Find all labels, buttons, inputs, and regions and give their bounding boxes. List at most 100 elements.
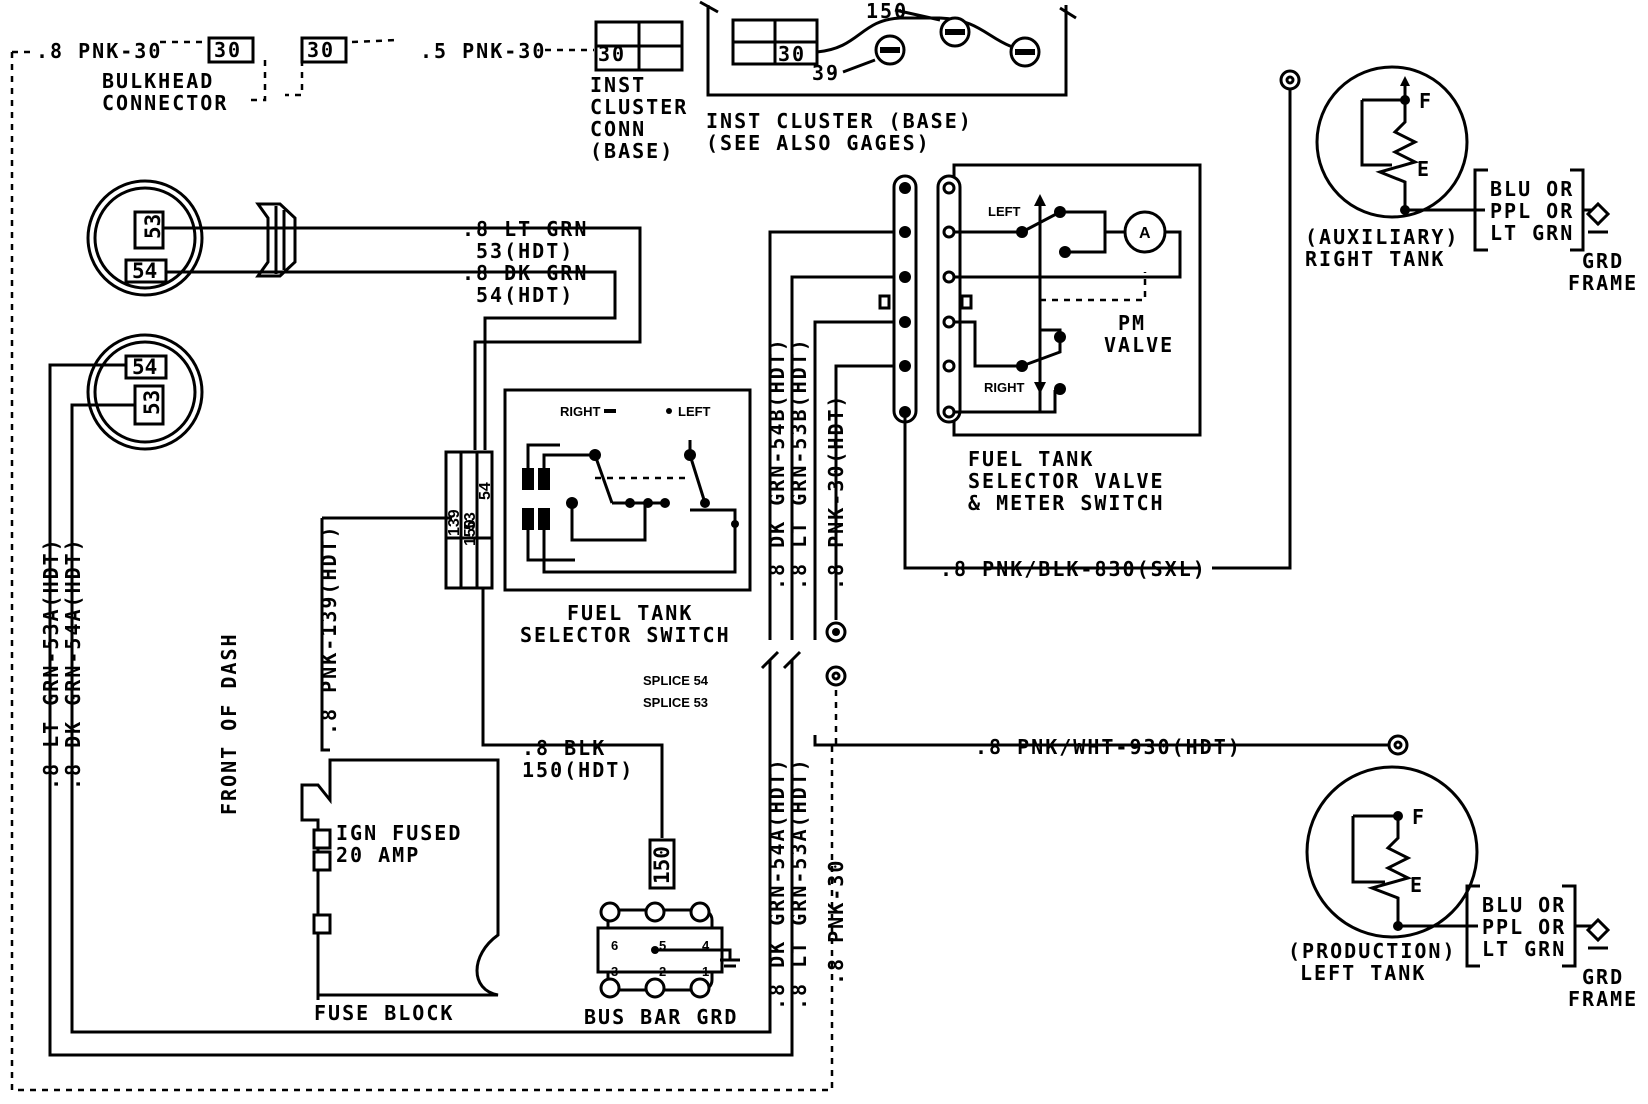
splice-54-label: SPLICE 54 xyxy=(643,673,709,688)
inst-conn-label-4: (BASE) xyxy=(590,139,674,163)
aux-f-label: F xyxy=(1419,89,1433,113)
gauge-lower-terminal-53: 53 xyxy=(140,390,164,415)
ign-fused-label-1: IGN FUSED xyxy=(336,821,462,845)
prod-e-label: E xyxy=(1410,873,1424,897)
inst-base-label-2: (SEE ALSO GAGES) xyxy=(706,131,931,155)
aux-color-2: PPL OR xyxy=(1490,199,1574,223)
fuse-block-label: FUSE BLOCK xyxy=(314,1001,454,1025)
lamp-39-label: 39 xyxy=(812,61,840,85)
inst-conn-label-1: INST xyxy=(590,73,646,97)
aux-label-2: RIGHT TANK xyxy=(1305,247,1445,271)
selector-right-label: RIGHT xyxy=(560,404,601,419)
connector-pin-53: 53 xyxy=(462,512,479,530)
pnk-blk-830-wire xyxy=(1212,80,1292,570)
connector-pin-139: 139 xyxy=(446,509,463,536)
vertical-dk-grn-54a: .8 DK GRN-54A(HDT) xyxy=(61,537,85,790)
dk-grn-54-label: .8 DK GRN xyxy=(462,261,588,285)
valve-connector xyxy=(878,174,1200,570)
pnk30-mid-label: .5 PNK-30 xyxy=(420,39,546,63)
prod-f-label: F xyxy=(1412,805,1426,829)
fuel-tank-selector-switch xyxy=(503,388,752,592)
fuel-tank-selector-valve xyxy=(936,163,1202,437)
pnk-wht-930-label: .8 PNK/WHT-930(HDT) xyxy=(975,735,1242,759)
selector-connector xyxy=(320,450,664,838)
bus-pin-3: 3 xyxy=(611,964,618,979)
lamp-150-label: 150 xyxy=(866,0,908,23)
splice-53-label: SPLICE 53 xyxy=(643,695,708,710)
vertical-lt-grn-53b: .8 LT GRN-53B(HDT) xyxy=(787,337,811,590)
vertical-dk-grn-54b: .8 DK GRN-54B(HDT) xyxy=(765,337,789,590)
prod-label-2: LEFT TANK xyxy=(1300,961,1426,985)
valve-title-3: & METER SWITCH xyxy=(968,491,1165,515)
lt-grn-53-label: .8 LT GRN xyxy=(462,217,588,241)
vertical-dk-grn-54a-lower: .8 DK GRN-54A(HDT) xyxy=(765,757,789,1010)
aux-color-1: BLU OR xyxy=(1490,177,1574,201)
gauge-upper-terminal-53: 53 xyxy=(141,214,165,239)
prod-label-1: (PRODUCTION) xyxy=(1288,939,1457,963)
selector-title-2: SELECTOR SWITCH xyxy=(520,623,731,647)
splice-53-dot xyxy=(825,665,847,687)
inst-cluster-connector xyxy=(594,20,684,72)
bulkhead-label-1: BULKHEAD xyxy=(102,69,214,93)
bus-pin-4: 4 xyxy=(702,938,710,953)
production-tank-sender xyxy=(1305,765,1611,968)
bus-pin-6: 6 xyxy=(611,938,618,953)
gauge-wires xyxy=(48,226,794,1057)
aux-color-3: LT GRN xyxy=(1490,221,1574,245)
prod-grd-1: GRD xyxy=(1582,965,1624,989)
bulkhead-label-2: CONNECTOR xyxy=(102,91,228,115)
valve-left-label: LEFT xyxy=(988,204,1021,219)
blk-label-1: .8 BLK xyxy=(522,736,606,760)
prod-color-1: BLU OR xyxy=(1482,893,1566,917)
pm-label-2: VALVE xyxy=(1104,333,1174,357)
vertical-pnk-30: .8 PNK-30(HDT) xyxy=(824,393,848,590)
connector-pin-150: 150 xyxy=(462,519,479,546)
bulkhead-terminal-30a xyxy=(207,36,255,64)
bus-pin-1: 1 xyxy=(702,964,709,979)
connector-pin-54: 54 xyxy=(477,482,494,500)
inst-conn-label-2: CLUSTER xyxy=(590,95,688,119)
inst-conn-terminal-30: 30 xyxy=(598,42,626,66)
vertical-lt-grn-53a: .8 LT GRN-53A(HDT) xyxy=(39,537,63,790)
ign-fused-label-2: 20 AMP xyxy=(336,843,420,867)
gauge-lower-terminal-54: 54 xyxy=(132,355,157,379)
selector-left-label: LEFT xyxy=(678,404,711,419)
meter-a-label: A xyxy=(1139,225,1151,242)
pnk30-circuit xyxy=(10,38,834,1092)
prod-grd-2: FRAME xyxy=(1568,987,1638,1011)
inst-base-terminal-30: 30 xyxy=(778,42,806,66)
gauge-upper xyxy=(86,179,297,297)
bus-bar-label: BUS BAR GRD xyxy=(584,1005,738,1029)
pnk30-left-label: .8 PNK-30 xyxy=(36,39,162,63)
prod-color-2: PPL OR xyxy=(1482,915,1566,939)
pm-label-1: PM xyxy=(1118,311,1146,335)
vertical-lt-grn-53a-lower: .8 LT GRN-53A(HDT) xyxy=(787,757,811,1010)
valve-title-2: SELECTOR VALVE xyxy=(968,469,1165,493)
valve-title-1: FUEL TANK xyxy=(968,447,1094,471)
aux-terminal xyxy=(1279,69,1301,91)
blk-150-terminal-label: 150 xyxy=(650,846,674,884)
aux-grd-1: GRD xyxy=(1582,249,1624,273)
bulkhead-terminal-30b xyxy=(300,36,348,64)
blk-150-terminal xyxy=(648,838,676,890)
front-of-dash-label: FRONT OF DASH xyxy=(217,632,241,815)
pnk-blk-830-label: .8 PNK/BLK-830(SXL) xyxy=(940,557,1207,581)
aux-grd-2: FRAME xyxy=(1568,271,1638,295)
bus-pin-2: 2 xyxy=(659,964,666,979)
prod-terminal xyxy=(1387,734,1409,756)
blk-label-2: 150(HDT) xyxy=(522,758,634,782)
prod-color-3: LT GRN xyxy=(1482,937,1566,961)
inst-base-label-1: INST CLUSTER (BASE) xyxy=(706,109,973,133)
pnk139-label: .8 PNK-139(HDT) xyxy=(317,524,341,735)
inst-cluster-base xyxy=(699,0,1077,97)
aux-e-label: E xyxy=(1417,157,1431,181)
hdt-53-label: 53(HDT) xyxy=(476,239,574,263)
vertical-pnk-30-lower: .8 PNK-30 xyxy=(824,859,848,985)
fuse-block xyxy=(300,758,500,1000)
hdt-54-label: 54(HDT) xyxy=(476,283,574,307)
inst-conn-label-3: CONN xyxy=(590,117,646,141)
selector-title-1: FUEL TANK xyxy=(567,601,693,625)
center-vertical-wires xyxy=(760,230,1350,747)
bus-pin-5: 5 xyxy=(659,938,666,953)
